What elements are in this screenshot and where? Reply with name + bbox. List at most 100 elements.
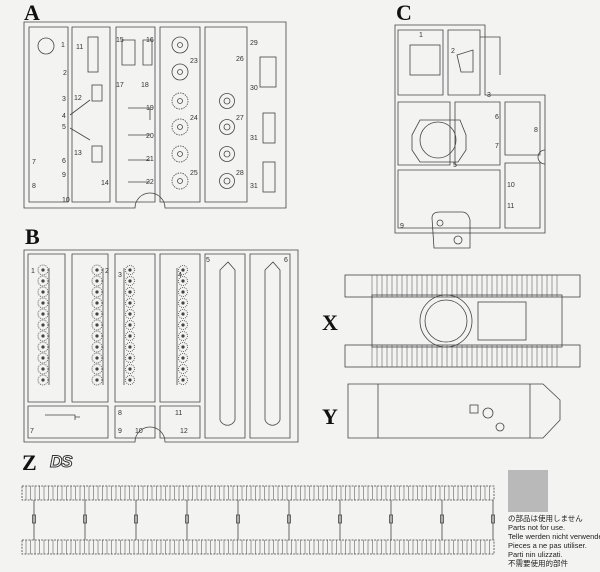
legend-japanese: の部品は使用しません [508, 514, 583, 523]
sprue-b-frame [23, 249, 299, 443]
part-number-b-4: 4 [178, 272, 182, 279]
sprue-a-frame [23, 21, 287, 209]
part-b7 [45, 414, 80, 420]
wheel-hub [181, 268, 185, 272]
part-number-a-20: 20 [146, 133, 154, 140]
part-b5 [219, 261, 236, 426]
part-number-a-17: 17 [116, 82, 124, 89]
small-road-wheel [91, 297, 103, 309]
sprocket-wheel [171, 145, 189, 163]
small-road-wheel [91, 319, 103, 331]
part-a13 [91, 145, 103, 163]
part-number-b-9: 9 [118, 428, 122, 435]
part-number-a-28: 28 [236, 170, 244, 177]
wheel-hub [181, 279, 185, 283]
part-c2 [456, 49, 474, 73]
part-number-a-30: 30 [250, 85, 258, 92]
part-number-a-32: 31 [250, 183, 258, 190]
part-number-b-8: 8 [118, 410, 122, 417]
part-number-b-6: 6 [284, 257, 288, 264]
wheel-hub [128, 378, 132, 382]
legend-chinese: 不需要使用的部件 [508, 559, 568, 568]
wheel-hub [95, 378, 99, 382]
wheel-hub [128, 312, 132, 316]
part-number-b-3: 3 [118, 272, 122, 279]
small-road-wheel [125, 287, 135, 297]
small-road-wheel [178, 320, 188, 330]
track-run [21, 539, 495, 555]
part-number-c-1: 1 [419, 32, 423, 39]
small-road-wheel [125, 309, 135, 319]
part-c1 [409, 44, 441, 76]
part-number-a-9: 9 [62, 172, 66, 179]
part-number-a-13: 13 [74, 150, 82, 157]
small-road-wheel [125, 320, 135, 330]
small-road-wheel [37, 374, 49, 386]
wheel-hub [223, 177, 231, 185]
small-road-wheel [37, 264, 49, 276]
sprue-a-label: A [24, 0, 40, 25]
track-sprue-tab [32, 514, 36, 524]
road-wheel [219, 173, 235, 189]
sprue-c-label: C [396, 0, 412, 25]
part-number-c-2: 2 [451, 48, 455, 55]
part-number-b-12: 12 [180, 428, 188, 435]
small-road-wheel [37, 319, 49, 331]
wheel-hub [41, 367, 45, 371]
wheel-hub [95, 356, 99, 360]
part-a12 [91, 84, 103, 102]
part-number-c-4: 5 [453, 162, 457, 169]
small-road-wheel [37, 275, 49, 287]
small-road-wheel [125, 276, 135, 286]
wheel-hub [177, 124, 183, 130]
road-wheels-a [171, 36, 235, 190]
small-road-wheel [178, 331, 188, 341]
part-number-a-29: 29 [250, 40, 258, 47]
part-number-a-1: 1 [61, 42, 65, 49]
part-number-a-5: 5 [62, 124, 66, 131]
track-sprue-tab [134, 514, 138, 524]
small-road-wheel [178, 265, 188, 275]
wheel-hub [177, 42, 183, 48]
part-number-a-31: 31 [250, 135, 258, 142]
small-road-wheel [91, 341, 103, 353]
wheel-hub [41, 301, 45, 305]
wheel-hub [41, 290, 45, 294]
sprocket-wheel [171, 92, 189, 110]
wheel-hub [223, 97, 231, 105]
legend-italian: Parti nin ulizzati. [508, 550, 563, 559]
sprocket-wheel [171, 36, 189, 54]
part-number-a-16: 16 [146, 37, 154, 44]
ds-logo: DS [50, 452, 74, 472]
track-sprue-tab [83, 514, 87, 524]
small-road-wheel [178, 309, 188, 319]
part-number-b-1: 1 [31, 268, 35, 275]
small-road-wheel [125, 353, 135, 363]
small-road-wheel [125, 265, 135, 275]
part-number-a-15: 15 [116, 37, 124, 44]
wheel-hub [95, 323, 99, 327]
small-road-wheel [125, 364, 135, 374]
small-road-wheel [91, 363, 103, 375]
wheel-hub [95, 279, 99, 283]
small-road-wheel [178, 375, 188, 385]
sprocket-wheel [171, 63, 189, 81]
small-road-wheel [178, 276, 188, 286]
legend-german: Telle werden nicht verwendet. [508, 532, 600, 541]
view-y-label: Y [322, 404, 338, 429]
part-b6 [264, 261, 281, 426]
wheel-runs-b [37, 264, 188, 386]
part-number-c-8: 9 [400, 223, 404, 230]
small-road-wheel [37, 352, 49, 364]
part-number-a-4: 4 [62, 113, 66, 120]
wheel-hub [128, 268, 132, 272]
small-road-wheel [37, 363, 49, 375]
wheel-hub [177, 151, 183, 157]
part-number-a-21: 21 [146, 156, 154, 163]
turret [431, 211, 471, 249]
small-road-wheel [91, 330, 103, 342]
track-run [21, 485, 495, 501]
wheel-hub [128, 367, 132, 371]
wheel-hub [181, 356, 185, 360]
